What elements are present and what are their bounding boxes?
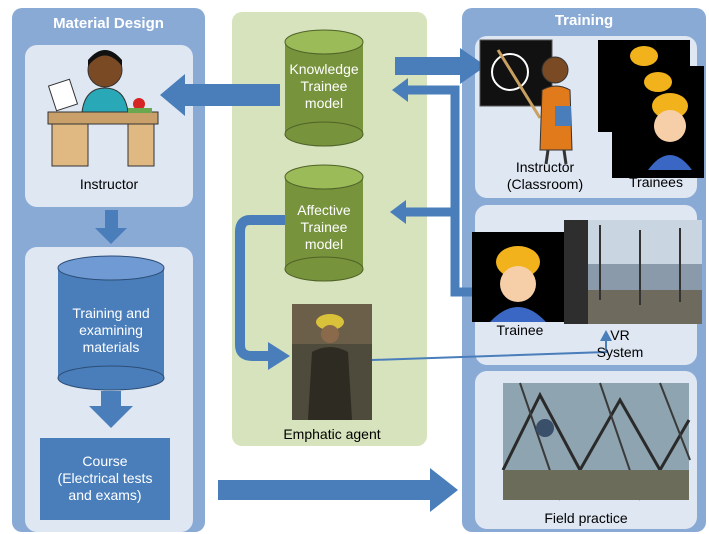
knowledge-model-cylinder: [284, 29, 364, 147]
affective-line-1: Affective: [297, 202, 351, 218]
feedback-arrow-affective: [390, 200, 406, 224]
arrow-affective-to-agent-head: [268, 342, 290, 370]
classroom-instructor-icon: [479, 39, 573, 165]
arrow-knowledge-to-classroom: [395, 48, 486, 84]
course-line-2: (Electrical tests: [57, 470, 153, 486]
materials-line-1: Training and: [72, 305, 150, 321]
classroom-line-1: Instructor: [515, 159, 575, 175]
course-line-1: Course: [82, 453, 128, 469]
line-agent-to-vr-head: [600, 330, 612, 341]
materials-line-3: materials: [82, 339, 140, 355]
trainee-icon: [472, 232, 564, 322]
arrow-instructor-to-materials: [95, 210, 127, 244]
affective-line-3: model: [304, 236, 344, 252]
classroom-line-2: (Classroom): [506, 176, 584, 192]
emphatic-agent-photo: [292, 304, 372, 420]
affective-model-label: Affective Trainee model: [282, 202, 366, 253]
training-materials-cylinder: [57, 255, 165, 391]
knowledge-line-1: Knowledge: [289, 61, 359, 77]
vr-system-label: VR System: [580, 327, 660, 361]
arrow-course-to-field: [218, 468, 458, 512]
knowledge-model-label: Knowledge Trainee model: [282, 61, 366, 112]
instructor-classroom-label: Instructor (Classroom): [490, 159, 600, 193]
arrow-knowledge-to-instructor: [160, 74, 280, 116]
vr-system-photo: [564, 220, 702, 324]
vr-line-2: System: [596, 344, 644, 360]
affective-line-2: Trainee: [300, 219, 348, 235]
knowledge-line-3: model: [304, 95, 344, 111]
field-practice-label: Field practice: [544, 510, 628, 526]
arrow-materials-to-course: [89, 391, 133, 428]
training-materials-label: Training and examining materials: [52, 305, 170, 356]
line-agent-to-vr: [371, 338, 607, 361]
arrow-affective-to-agent: [235, 215, 285, 361]
course-box: Course (Electrical tests and exams): [40, 438, 170, 520]
emphatic-agent-label: Emphatic agent: [283, 426, 381, 442]
instructor-desk-icon: [47, 50, 159, 167]
field-practice-photo: [501, 382, 691, 501]
knowledge-line-2: Trainee: [300, 78, 348, 94]
trainees-label: Trainees: [629, 174, 683, 190]
trainees-icon: [598, 40, 704, 178]
training-title: Training: [554, 12, 614, 29]
materials-line-2: examining: [79, 322, 143, 338]
course-line-3: and exams): [68, 487, 142, 503]
trainee-label: Trainee: [496, 322, 544, 338]
instructor-label: Instructor: [79, 176, 139, 192]
material-design-title: Material Design: [53, 15, 164, 32]
vr-line-1: VR: [610, 327, 630, 343]
feedback-arrow-knowledge: [392, 78, 408, 102]
affective-model-cylinder: [284, 164, 364, 282]
